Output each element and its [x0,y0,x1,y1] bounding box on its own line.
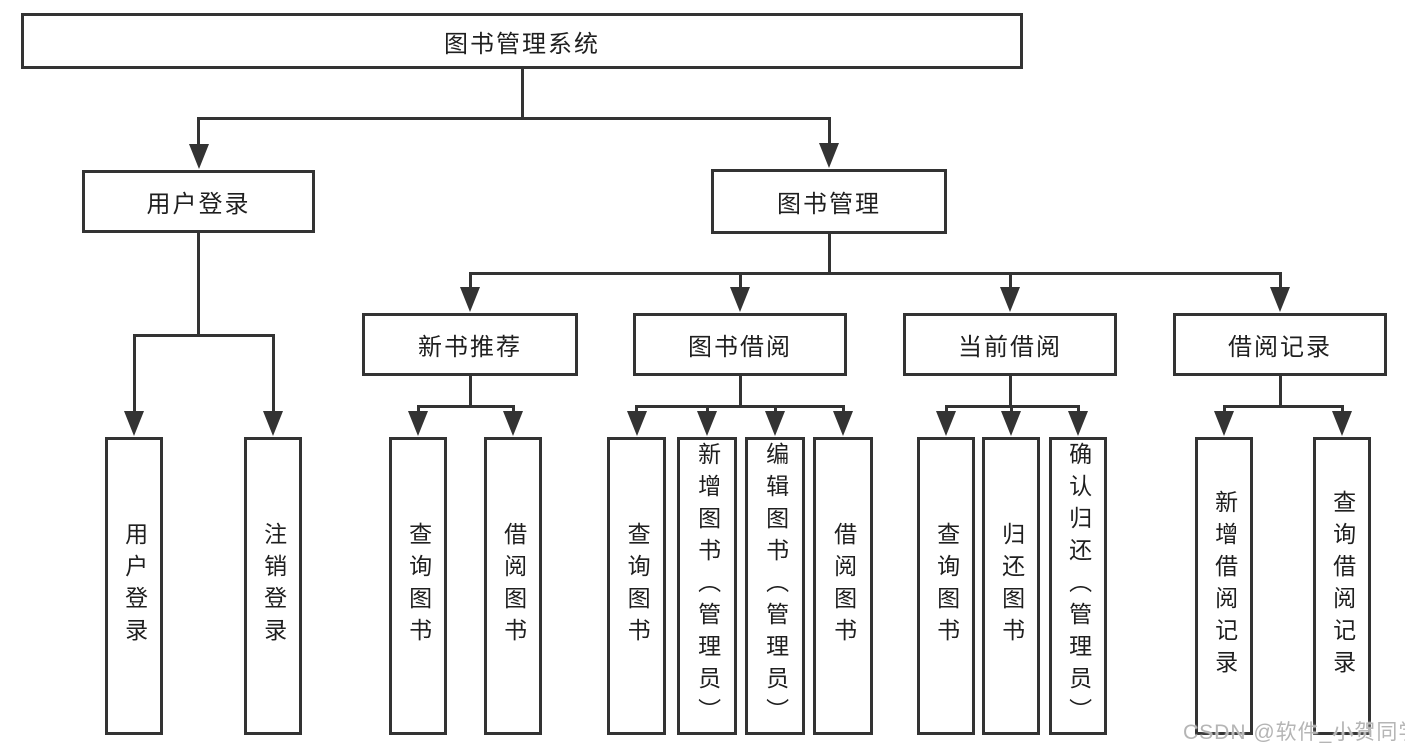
arrowhead-down-icon [730,287,750,312]
node-leaf-cb-query: 查询图书 [917,437,975,735]
arrowhead-down-icon [1270,287,1290,312]
connector-line [738,273,742,289]
node-label: 归还图书 [998,522,1025,650]
node-leaf-logout: 注销登录 [244,437,302,735]
connector-line [738,376,742,408]
connector-line [827,118,831,145]
connector-line [635,404,845,408]
node-user-login: 用户登录 [82,170,315,233]
node-book-borrow: 图书借阅 [633,313,847,376]
node-leaf-br-add: 新增借阅记录 [1195,437,1253,735]
connector-line [1278,376,1282,408]
arrowhead-down-icon [1068,411,1088,436]
connector-line [520,69,524,120]
node-leaf-cb-confirm: 确认归还（管理员） [1049,437,1107,735]
node-leaf-user-login: 用户登录 [105,437,163,735]
node-label: 图书借阅 [688,334,792,361]
connector-line [197,116,831,120]
watermark: CSDN @软件_小贺同学 [1183,721,1405,744]
connector-line [416,404,515,408]
node-label: 借阅记录 [1228,334,1332,361]
node-leaf-br-query: 查询借阅记录 [1313,437,1371,735]
node-leaf-bb-edit: 编辑图书（管理员） [745,437,805,735]
connector-line [511,406,515,413]
node-label: 注销登录 [260,522,287,650]
connector-line [705,406,709,413]
node-label: 查询图书 [933,522,960,650]
connector-line [1008,376,1012,408]
node-label: 用户登录 [121,522,148,650]
connector-line [197,233,200,337]
arrowhead-down-icon [1000,287,1020,312]
connector-line [1008,273,1012,289]
node-label: 图书管理系统 [444,30,600,58]
connector-line [944,406,948,413]
arrowhead-down-icon [263,411,283,436]
connector-line [132,333,275,337]
connector-line [635,406,638,413]
arrowhead-down-icon [408,411,428,436]
connector-line [416,406,420,413]
arrowhead-down-icon [697,411,717,436]
node-leaf-bb-query: 查询图书 [607,437,666,735]
arrowhead-down-icon [1214,411,1234,436]
connector-line [1340,406,1344,413]
arrowhead-down-icon [833,411,853,436]
node-label: 借阅图书 [500,522,527,650]
arrowhead-down-icon [1332,411,1352,436]
node-label: 查询借阅记录 [1329,490,1356,682]
connector-line [841,406,845,413]
node-leaf-rec-query: 查询图书 [389,437,447,735]
node-leaf-bb-borrow: 借阅图书 [813,437,873,735]
node-current-borrow: 当前借阅 [903,313,1117,376]
node-label: 借阅图书 [830,522,857,650]
node-label: 查询图书 [624,522,651,650]
connector-line [468,271,1282,275]
connector-line [1222,406,1226,413]
connector-line [468,376,472,408]
connector-line [468,273,472,289]
arrowhead-down-icon [460,287,480,312]
arrowhead-down-icon [503,411,523,436]
connector-line [271,335,275,413]
arrowhead-down-icon [819,143,839,168]
arrowhead-down-icon [1001,411,1021,436]
node-borrow-records: 借阅记录 [1173,313,1387,376]
arrowhead-down-icon [936,411,956,436]
arrowhead-down-icon [188,144,209,169]
arrowhead-down-icon [765,411,785,436]
node-leaf-rec-borrow: 借阅图书 [484,437,542,735]
node-label: 用户登录 [146,191,251,218]
node-root: 图书管理系统 [21,13,1023,69]
node-leaf-bb-add: 新增图书（管理员） [677,437,737,735]
connector-line [1076,406,1080,413]
connector-line [1009,406,1013,413]
connector-line [773,406,777,413]
node-book-mgmt: 图书管理 [711,169,947,234]
node-label: 查询图书 [405,522,432,650]
connector-line [197,118,200,146]
connector-line [1278,273,1282,289]
node-label: 新增图书（管理员） [694,442,721,730]
connector-line [1222,404,1344,408]
connector-line [132,335,136,413]
arrowhead-down-icon [124,411,144,436]
node-new-book-rec: 新书推荐 [362,313,578,376]
arrowhead-down-icon [626,411,647,436]
connector-line [827,234,831,275]
node-label: 新书推荐 [418,334,522,361]
node-leaf-cb-return: 归还图书 [982,437,1040,735]
node-label: 当前借阅 [958,334,1062,361]
node-label: 确认归还（管理员） [1065,442,1092,730]
node-label: 图书管理 [777,191,881,218]
node-label: 新增借阅记录 [1211,490,1238,682]
node-label: 编辑图书（管理员） [762,442,789,730]
